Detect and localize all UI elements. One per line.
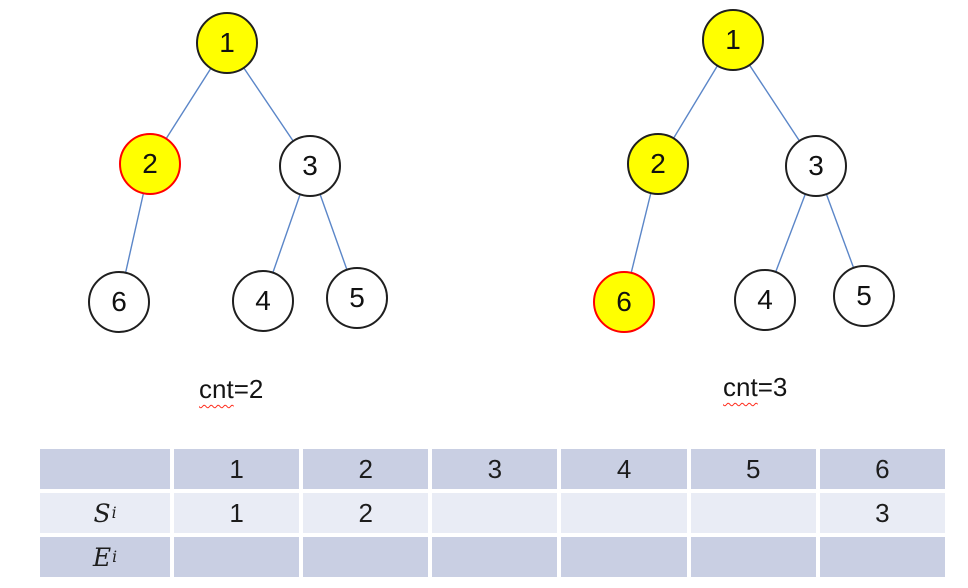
table-cell-E-6 [819,537,945,577]
row-label-sub: i [111,504,117,522]
right-tree-node-6: 6 [593,271,655,333]
left-cnt-word: cnt [199,374,234,404]
right-cnt-value: =3 [757,372,788,402]
table-cell-E-4 [561,537,687,577]
right-tree-node-3: 3 [785,135,847,197]
table-cell-E-1 [174,537,300,577]
left-tree-node-1: 1 [196,12,258,74]
table-header-4: 4 [561,449,687,489]
table-header-3: 3 [432,449,558,489]
right-tree-node-4: 4 [734,269,796,331]
right-tree-node-5: 5 [833,265,895,327]
right-tree-node-2: 2 [627,133,689,195]
table-cell-E-3 [432,537,558,577]
table-cell-S-4 [561,493,687,533]
table-cell-S-6: 3 [819,493,945,533]
table-header-5: 5 [690,449,816,489]
table-cell-E-5 [690,537,816,577]
table-cell-S-3 [432,493,558,533]
left-cnt-value: =2 [233,374,264,404]
row-label-base: E [92,542,112,572]
table-cell-S-2: 2 [303,493,429,533]
right-cnt-label: cnt=3 [723,372,787,403]
left-tree-node-2: 2 [119,133,181,195]
table-cell-E-2 [303,537,429,577]
row-label-base: S [93,498,111,528]
table-header-6: 6 [819,449,945,489]
table-header-corner [40,449,170,489]
left-cnt-label: cnt=2 [199,374,263,405]
row-label-sub: i [112,548,118,566]
left-tree-node-6: 6 [88,271,150,333]
table-cell-S-1: 1 [174,493,300,533]
left-tree-node-3: 3 [279,135,341,197]
left-tree-node-5: 5 [326,267,388,329]
table-header-1: 1 [174,449,300,489]
table-cell-S-5 [690,493,816,533]
right-tree-node-1: 1 [702,9,764,71]
table-header-2: 2 [303,449,429,489]
left-tree-node-4: 4 [232,270,294,332]
right-cnt-word: cnt [723,372,758,402]
